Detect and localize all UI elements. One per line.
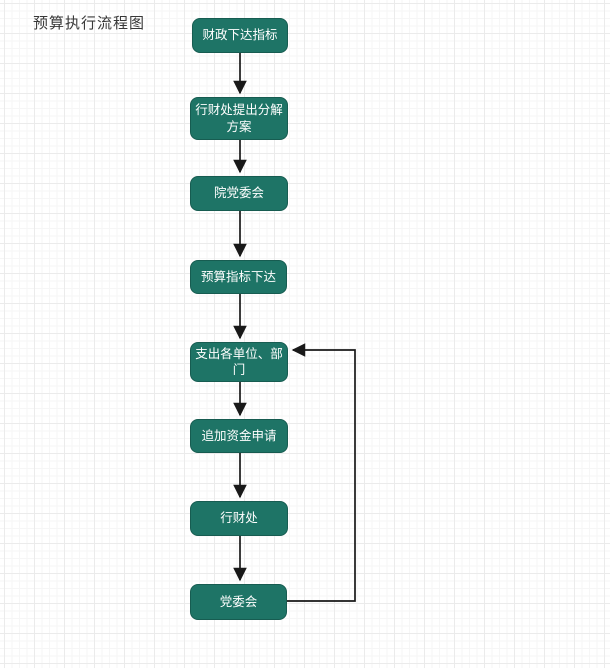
node-label: 行财处提出分解方案	[195, 103, 283, 134]
node-label: 追加资金申请	[201, 428, 277, 443]
node-label: 支出各单位、部门	[195, 346, 283, 377]
node-hospital-party-committee[interactable]: 院党委会	[190, 176, 288, 211]
node-party-committee[interactable]: 党委会	[190, 584, 287, 620]
node-finance-dept[interactable]: 行财处	[190, 501, 288, 536]
node-finance-dept-decomposition-plan[interactable]: 行财处提出分解方案	[190, 97, 288, 140]
node-additional-funds-application[interactable]: 追加资金申请	[190, 419, 288, 453]
node-label: 财政下达指标	[202, 28, 278, 43]
node-label: 党委会	[219, 594, 258, 609]
diagram-title[interactable]: 预算执行流程图	[33, 15, 146, 32]
node-label: 预算指标下达	[200, 269, 276, 284]
node-spending-units-departments[interactable]: 支出各单位、部门	[190, 342, 288, 382]
node-label: 院党委会	[213, 186, 264, 201]
edge-n8-n5-feedback[interactable]	[287, 343, 356, 602]
node-budget-indicators-issued[interactable]: 预算指标下达	[190, 260, 287, 294]
node-label: 行财处	[220, 511, 258, 526]
node-finance-issues-indicators[interactable]: 财政下达指标	[192, 18, 288, 53]
